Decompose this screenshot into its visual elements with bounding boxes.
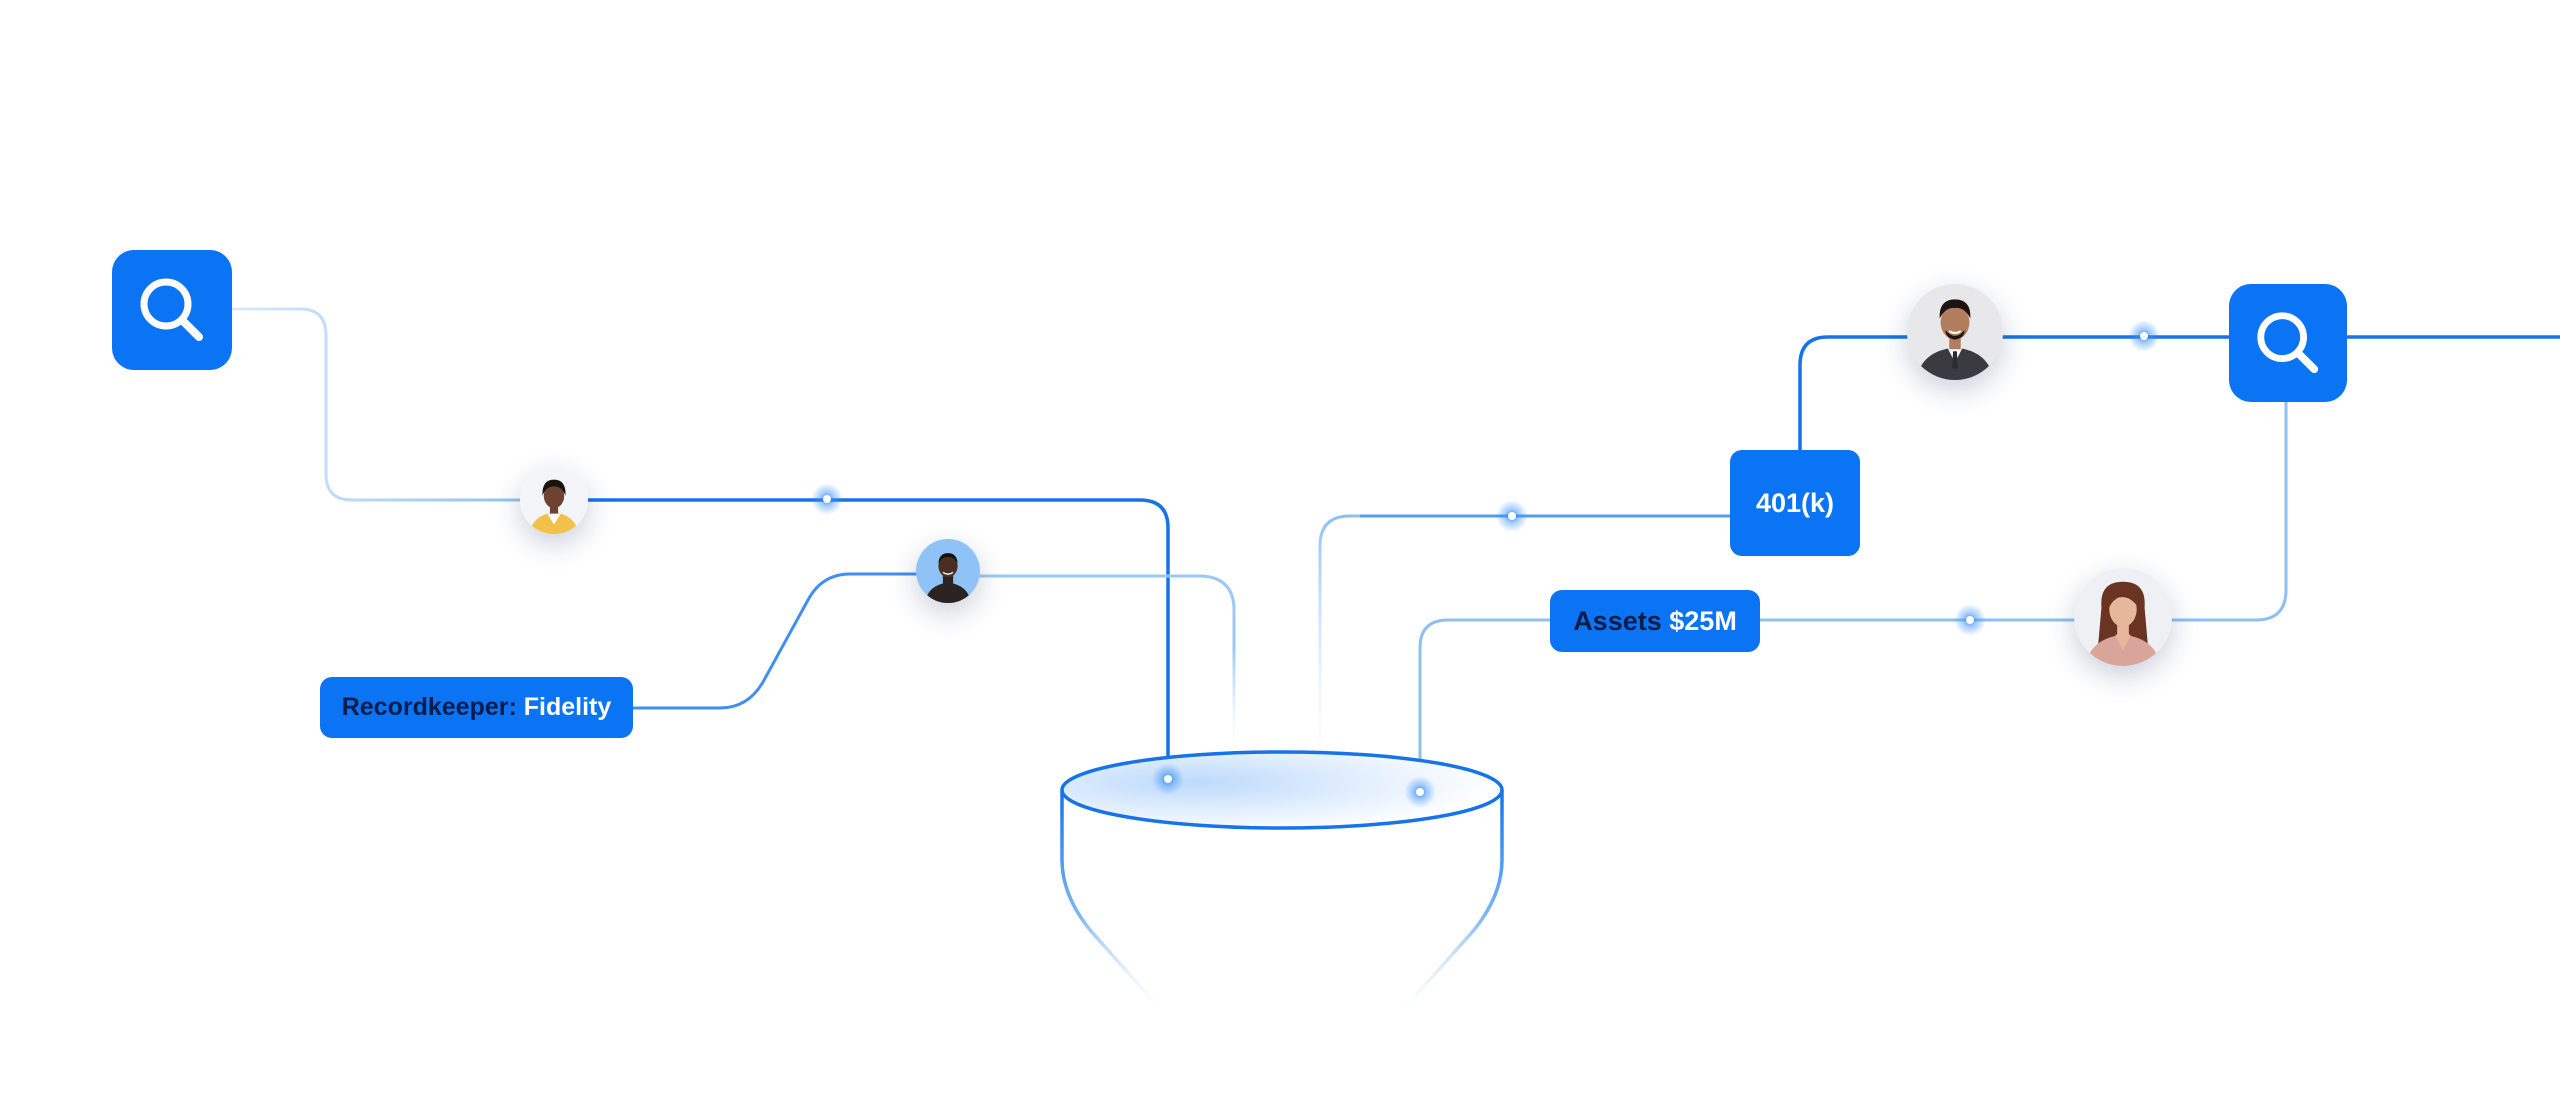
assets-value: $25M — [1669, 606, 1737, 637]
search-icon — [2252, 307, 2324, 379]
line-401k-to-avatar3 — [1800, 337, 1910, 450]
person-avatar-icon — [2074, 568, 2172, 666]
search-icon — [135, 273, 209, 347]
line-avatar2-to-funnel — [978, 576, 1234, 760]
line-search-to-avatar4 — [2170, 402, 2286, 620]
plan-type-value: 401(k) — [1756, 488, 1834, 519]
avatar-man-dark-turtleneck — [916, 539, 980, 603]
assets-tag[interactable]: Assets $25M — [1550, 590, 1760, 652]
funnel-graphic — [1062, 752, 1502, 1020]
left-search-button[interactable] — [112, 250, 232, 370]
line-left-search-to-avatar — [232, 309, 530, 500]
person-avatar-icon — [520, 466, 588, 534]
person-avatar-icon — [916, 539, 980, 603]
line-recordkeeper-to-avatar — [632, 574, 918, 708]
recordkeeper-value: Fidelity — [524, 693, 612, 722]
person-avatar-icon — [1907, 284, 2003, 380]
avatar-man-suit — [1907, 284, 2003, 380]
assets-label: Assets — [1573, 606, 1662, 637]
right-search-button[interactable] — [2229, 284, 2347, 402]
avatar-woman-pink-blazer — [2074, 568, 2172, 666]
recordkeeper-label: Recordkeeper: — [342, 693, 517, 722]
glow-dots — [811, 320, 2160, 808]
plan-type-tag[interactable]: 401(k) — [1730, 450, 1860, 556]
avatar-woman-yellow-jacket — [520, 466, 588, 534]
recordkeeper-tag[interactable]: Recordkeeper: Fidelity — [320, 677, 633, 738]
line-avatar-to-funnel — [580, 500, 1168, 780]
